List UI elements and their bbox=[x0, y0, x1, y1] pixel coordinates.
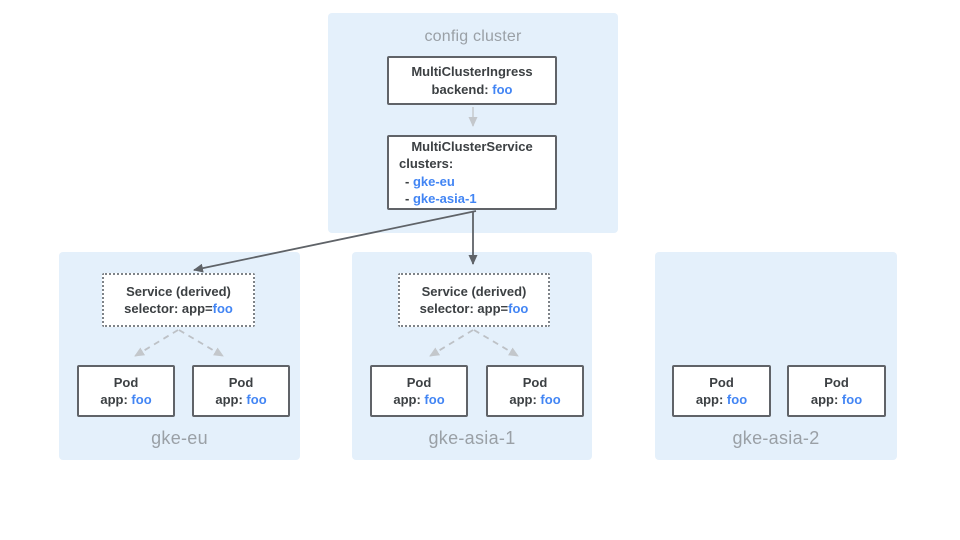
backend-value: foo bbox=[492, 81, 513, 97]
pod-title: Pod bbox=[228, 374, 254, 390]
cluster-item-gke-asia-1: - gke-asia-1 bbox=[389, 190, 555, 207]
derived-service-title: Service (derived) bbox=[126, 283, 231, 299]
pod-title: Pod bbox=[406, 374, 432, 390]
selector-label: selector: app= bbox=[419, 301, 509, 316]
app-label: app: bbox=[393, 392, 425, 407]
gke-eu-label: gke-eu bbox=[151, 428, 208, 448]
selector-value: foo bbox=[212, 301, 233, 316]
item-value: gke-eu bbox=[412, 173, 455, 189]
app-value: foo bbox=[246, 392, 267, 407]
gke-asia-2-label: gke-asia-2 bbox=[732, 428, 820, 448]
app-value: foo bbox=[131, 392, 152, 407]
pod-app: app: foo bbox=[789, 391, 884, 408]
gke-asia-1-pod-1-box: Pod app: foo bbox=[370, 365, 468, 417]
derived-service-selector: selector: app=foo bbox=[400, 300, 548, 317]
item-value: gke-asia-1 bbox=[412, 190, 477, 206]
pod-app: app: foo bbox=[194, 391, 288, 408]
item-prefix: - bbox=[405, 173, 413, 189]
pod-title: Pod bbox=[709, 374, 734, 390]
pod-app: app: foo bbox=[488, 391, 582, 408]
pod-title: Pod bbox=[522, 374, 548, 390]
app-label: app: bbox=[695, 392, 727, 407]
app-value: foo bbox=[726, 392, 748, 407]
backend-label: backend: bbox=[431, 81, 493, 97]
app-value: foo bbox=[540, 392, 561, 407]
multiclusteringress-title: MultiClusterIngress bbox=[411, 64, 533, 80]
multiclusterservice-title: MultiClusterService bbox=[411, 139, 533, 155]
pod-app: app: foo bbox=[674, 391, 769, 408]
derived-service-title: Service (derived) bbox=[421, 283, 527, 299]
cluster-item-gke-eu: - gke-eu bbox=[389, 173, 555, 190]
gke-asia-2-pod-2-box: Pod app: foo bbox=[787, 365, 886, 417]
gke-asia-1-pod-2-box: Pod app: foo bbox=[486, 365, 584, 417]
app-label: app: bbox=[215, 392, 247, 407]
gke-asia-2-panel bbox=[655, 252, 897, 460]
derived-service-selector: selector: app=foo bbox=[104, 300, 253, 317]
clusters-label: clusters: bbox=[399, 156, 454, 172]
gke-eu-pod-2-box: Pod app: foo bbox=[192, 365, 290, 417]
gke-asia-1-label: gke-asia-1 bbox=[428, 428, 516, 448]
config-cluster-label: config cluster bbox=[424, 28, 522, 45]
app-label: app: bbox=[810, 392, 842, 407]
pod-title: Pod bbox=[824, 374, 849, 390]
pod-app: app: foo bbox=[372, 391, 466, 408]
gke-eu-derived-service-box: Service (derived) selector: app=foo bbox=[102, 273, 255, 327]
pod-title: Pod bbox=[113, 374, 139, 390]
gke-asia-2-pod-1-box: Pod app: foo bbox=[672, 365, 771, 417]
app-value: foo bbox=[424, 392, 445, 407]
app-value: foo bbox=[841, 392, 863, 407]
app-label: app: bbox=[509, 392, 541, 407]
multiclusteringress-backend: backend: foo bbox=[389, 81, 555, 98]
gke-asia-1-derived-service-box: Service (derived) selector: app=foo bbox=[398, 273, 550, 327]
multiclusteringress-box: MultiClusterIngress backend: foo bbox=[387, 56, 557, 105]
selector-label: selector: app= bbox=[124, 301, 213, 316]
gke-eu-pod-1-box: Pod app: foo bbox=[77, 365, 175, 417]
selector-value: foo bbox=[508, 301, 529, 316]
multiclusterservice-box: MultiClusterService clusters: - gke-eu -… bbox=[387, 135, 557, 210]
item-prefix: - bbox=[405, 190, 413, 206]
app-label: app: bbox=[100, 392, 132, 407]
pod-app: app: foo bbox=[79, 391, 173, 408]
